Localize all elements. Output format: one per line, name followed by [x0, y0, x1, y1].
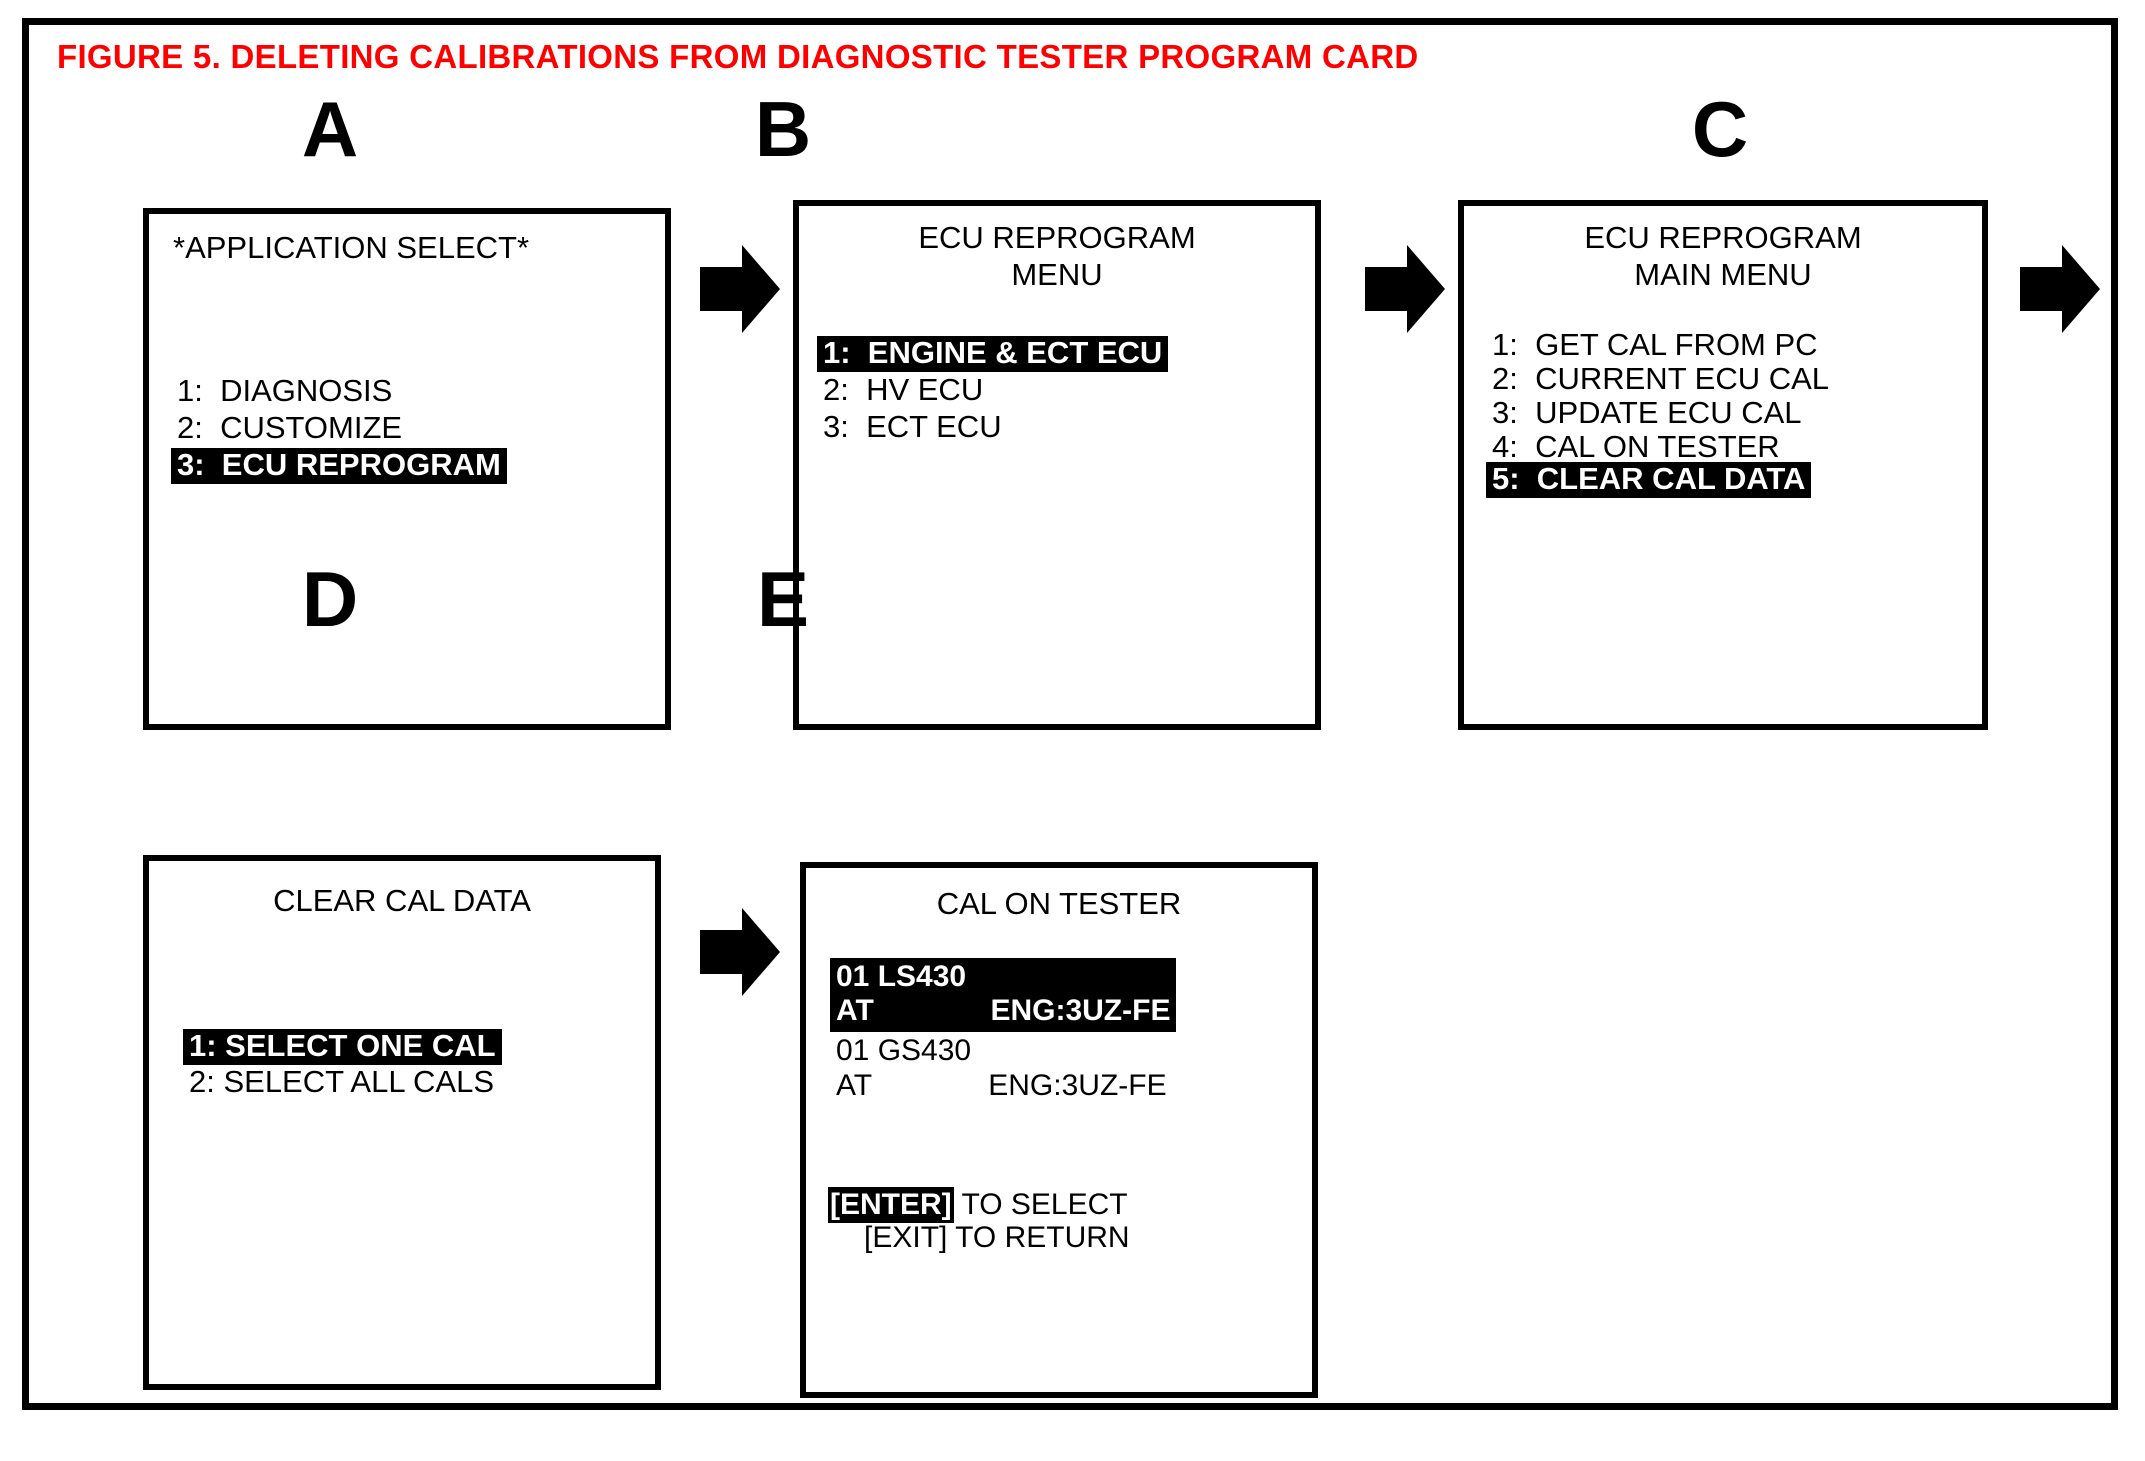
- screen-clear-cal-data: CLEAR CAL DATA 1: SELECT ONE CAL 2: SELE…: [143, 855, 661, 1390]
- panel-letter-a: A: [301, 85, 359, 173]
- screen-c-title: ECU REPROGRAM MAIN MENU: [1584, 220, 1862, 292]
- panel-letter-b: B: [754, 85, 812, 173]
- menu-item-current-ecu-cal[interactable]: 2: CURRENT ECU CAL: [1492, 360, 1830, 396]
- screen-e-cal-list: 01 LS430 AT ENG:3UZ-FE 01 GS430 AT ENG:3…: [830, 958, 1294, 1107]
- menu-item-hv-ecu[interactable]: 2: HV ECU: [823, 371, 984, 407]
- cal-entry-ls430-detail: AT ENG:3UZ-FE: [836, 994, 1171, 1028]
- cal-entry-gs430-model: 01 GS430: [836, 1034, 972, 1068]
- menu-item-update-ecu-cal[interactable]: 3: UPDATE ECU CAL: [1492, 394, 1802, 430]
- screen-e-title: CAL ON TESTER: [936, 886, 1182, 921]
- menu-item-cal-on-tester[interactable]: 4: CAL ON TESTER: [1492, 428, 1780, 464]
- screen-a-title: *APPLICATION SELECT*: [173, 230, 530, 265]
- arrow-b-to-c: [1365, 245, 1445, 333]
- enter-action-label: TO SELECT: [953, 1188, 1128, 1221]
- enter-key-badge[interactable]: [ENTER]: [828, 1187, 954, 1223]
- cal-entry-ls430-model: 01 LS430: [836, 960, 967, 993]
- screen-ecu-reprogram-menu: ECU REPROGRAM MENU 1: ENGINE & ECT ECU 2…: [793, 200, 1321, 730]
- screen-e-footer: [ENTER] TO SELECT [EXIT] TO RETURN: [828, 1187, 1296, 1254]
- screen-b-menu-list: 1: ENGINE & ECT ECU 2: HV ECU 3: ECT ECU: [817, 336, 1315, 447]
- screen-cal-on-tester: CAL ON TESTER 01 LS430 AT ENG:3UZ-FE 01 …: [800, 862, 1318, 1398]
- panel-letter-e: E: [756, 555, 810, 643]
- menu-item-engine-ect-ecu[interactable]: 1: ENGINE & ECT ECU: [817, 336, 1169, 372]
- arrow-c-to-d: [2020, 245, 2100, 333]
- screen-c-menu-list: 1: GET CAL FROM PC 2: CURRENT ECU CAL 3:…: [1486, 327, 1982, 499]
- cal-entry-gs430-detail: AT ENG:3UZ-FE: [836, 1068, 1167, 1102]
- screen-d-menu-list: 1: SELECT ONE CAL 2: SELECT ALL CALS: [183, 1029, 655, 1101]
- menu-item-get-cal-from-pc[interactable]: 1: GET CAL FROM PC: [1492, 327, 1818, 362]
- menu-item-select-all-cals[interactable]: 2: SELECT ALL CALS: [189, 1063, 495, 1099]
- screen-application-select: *APPLICATION SELECT* 1: DIAGNOSIS 2: CUS…: [143, 208, 671, 730]
- menu-item-select-one-cal[interactable]: 1: SELECT ONE CAL: [183, 1029, 502, 1065]
- footer-enter-hint: [ENTER] TO SELECT: [828, 1187, 1296, 1223]
- menu-item-customize[interactable]: 2: CUSTOMIZE: [177, 409, 403, 445]
- screen-a-menu-list: 1: DIAGNOSIS 2: CUSTOMIZE 3: ECU REPROGR…: [171, 374, 665, 485]
- screen-ecu-reprogram-main-menu: ECU REPROGRAM MAIN MENU 1: GET CAL FROM …: [1458, 200, 1988, 730]
- panel-letter-c: C: [1691, 85, 1749, 173]
- arrow-d-to-e: [700, 908, 780, 996]
- menu-item-ect-ecu[interactable]: 3: ECT ECU: [823, 408, 1002, 444]
- cal-entry-ls430[interactable]: 01 LS430 AT ENG:3UZ-FE: [830, 958, 1177, 1033]
- panel-letter-d: D: [301, 555, 359, 643]
- menu-item-diagnosis[interactable]: 1: DIAGNOSIS: [177, 373, 393, 408]
- screen-b-title: ECU REPROGRAM MENU: [918, 220, 1196, 292]
- menu-item-ecu-reprogram[interactable]: 3: ECU REPROGRAM: [171, 447, 507, 484]
- figure-title: FIGURE 5. DELETING CALIBRATIONS FROM DIA…: [57, 38, 1419, 75]
- cal-entry-gs430[interactable]: 01 GS430 AT ENG:3UZ-FE: [830, 1032, 1173, 1106]
- footer-exit-hint: [EXIT] TO RETURN: [864, 1221, 1130, 1254]
- menu-item-clear-cal-data[interactable]: 5: CLEAR CAL DATA: [1486, 462, 1812, 499]
- arrow-a-to-b: [700, 245, 780, 333]
- screen-d-title: CLEAR CAL DATA: [273, 883, 531, 918]
